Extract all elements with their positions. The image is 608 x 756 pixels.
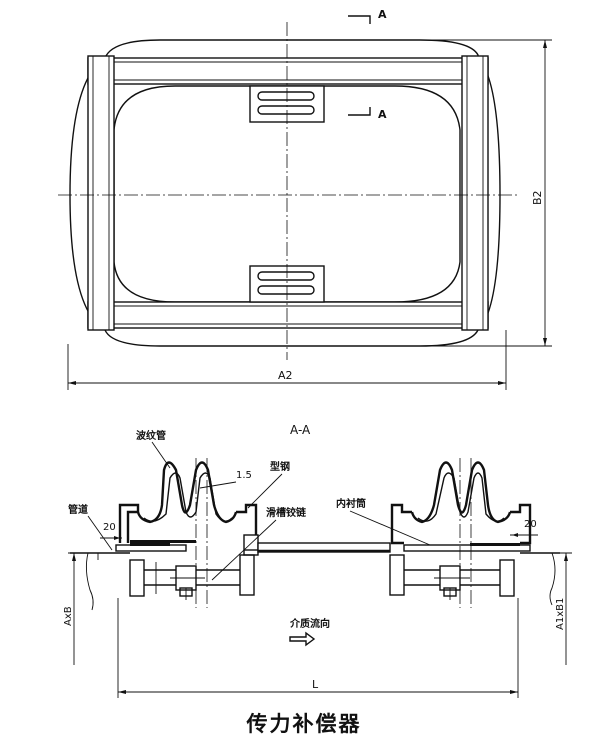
flow-direction: 介质流向 (289, 617, 330, 647)
flow-arrow-icon (289, 631, 316, 647)
label-thickness: 1.5 (236, 470, 252, 481)
dim-width-A2: A2 (67, 330, 507, 390)
label-section-steel: 型钢 (270, 460, 290, 473)
section-title: A-A (290, 423, 311, 437)
dim-left-AxB: AxB (63, 552, 95, 665)
section-letter-bottom: A (378, 108, 387, 121)
label-gap-left: 20 (103, 522, 116, 533)
dim-left-label: AxB (63, 606, 74, 626)
label-inner-liner: 内衬筒 (336, 497, 366, 510)
frame-right-post (461, 55, 489, 331)
label-bellows: 波纹管 (136, 429, 166, 442)
section-mark-top: A (348, 8, 387, 24)
dim-height-label: B2 (531, 190, 544, 205)
right-assembly (389, 458, 560, 608)
dim-height-B2: B2 (420, 39, 552, 347)
label-pipe: 管道 (68, 503, 88, 516)
left-assembly (70, 458, 259, 611)
section-mark-bottom: A (348, 107, 387, 121)
frame-left-post (87, 55, 115, 331)
dim-length-label: L (312, 678, 319, 691)
dim-width-label: A2 (278, 369, 293, 382)
section-letter-top: A (378, 8, 387, 21)
label-flow: 介质流向 (289, 617, 330, 630)
top-plan-view: A A A2 B2 (58, 8, 552, 390)
dim-right-label: A1xB1 (555, 598, 566, 630)
section-view: A-A (63, 423, 572, 698)
dim-right-A1xB1: A1xB1 (548, 552, 572, 665)
inner-liner-plate (257, 542, 391, 553)
label-slide-hinge: 滑槽铰链 (266, 506, 307, 519)
label-gap-right: 20 (524, 519, 537, 530)
figure-caption: 传力补偿器 (246, 712, 362, 736)
dim-length-L: L (117, 598, 519, 698)
